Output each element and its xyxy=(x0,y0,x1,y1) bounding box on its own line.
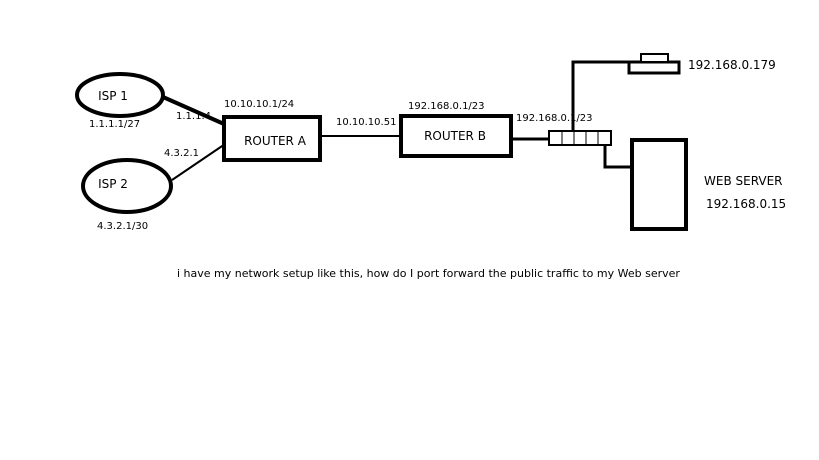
web-server-label: WEB SERVER xyxy=(704,174,783,188)
link-switch-web-server xyxy=(603,146,632,169)
web-server-address: 192.168.0.15 xyxy=(706,197,786,211)
web-server-icon xyxy=(630,138,688,231)
isp2-link-label: 4.3.2.1 xyxy=(164,148,199,159)
router-a-lan-address: 10.10.10.1/24 xyxy=(224,99,294,110)
switch-address: 192.168.0.1/23 xyxy=(516,113,593,124)
isp2-address: 4.3.2.1/30 xyxy=(97,221,148,232)
isp1-address: 1.1.1.1/27 xyxy=(89,119,140,130)
router-b-wan-address: 10.10.10.51 xyxy=(336,117,396,128)
isp1-label: ISP 1 xyxy=(98,89,128,103)
pc-address: 192.168.0.179 xyxy=(688,58,776,72)
isp1-link-label: 1.1.1.4 xyxy=(176,111,211,122)
link-isp1-router-a xyxy=(162,95,225,126)
link-isp2-router-a xyxy=(171,139,232,181)
router-b-label: ROUTER B xyxy=(424,129,486,143)
router-a-node: ROUTER A xyxy=(222,115,322,162)
router-b-lan-address: 192.168.0.1/23 xyxy=(408,101,485,112)
pc-icon xyxy=(627,53,681,75)
diagram-caption: i have my network setup like this, how d… xyxy=(177,267,680,280)
isp2-node: ISP 2 xyxy=(81,158,173,214)
isp2-label: ISP 2 xyxy=(98,177,128,191)
isp1-node: ISP 1 xyxy=(75,72,165,118)
router-b-node: ROUTER B xyxy=(399,114,513,158)
router-a-label: ROUTER A xyxy=(244,134,307,148)
link-switch-pc xyxy=(571,60,629,131)
switch-icon xyxy=(548,130,612,146)
